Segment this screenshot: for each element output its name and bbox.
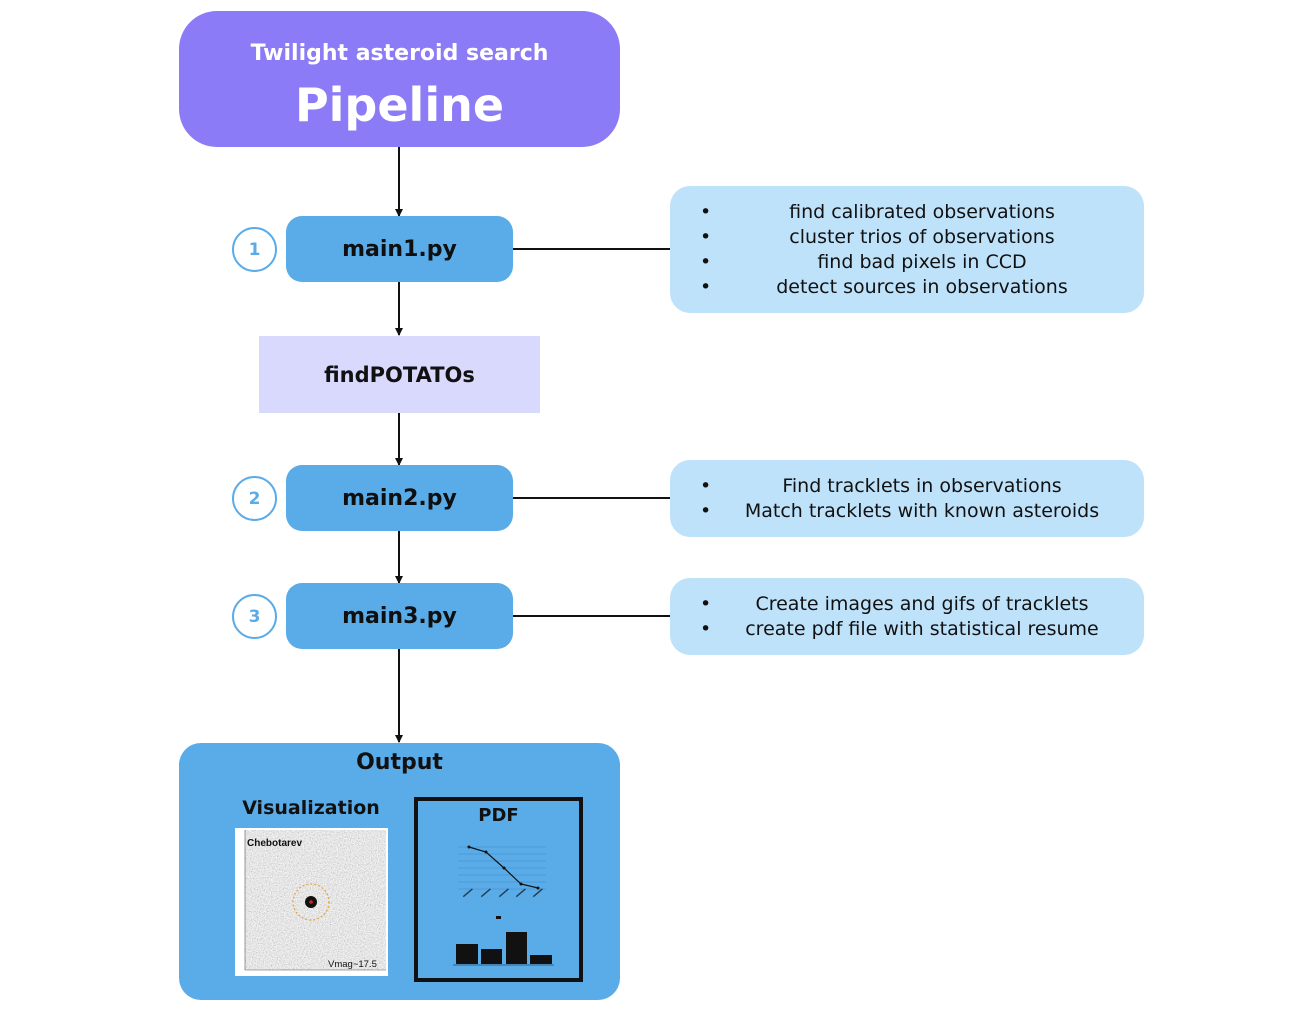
pdf-line-plot [458, 846, 546, 890]
pdf-label: PDF [478, 805, 519, 826]
note-item: cluster trios of observations [670, 225, 1144, 250]
step-1-badge: 1 [232, 227, 277, 272]
pdf-plot-ticks [462, 888, 543, 898]
asteroid-name: Chebotarev [247, 838, 302, 849]
step-main1: main1.py [286, 216, 513, 282]
step-1-notes: find calibrated observations cluster tri… [670, 186, 1144, 313]
note-item: Create images and gifs of tracklets [670, 592, 1144, 617]
note-item: create pdf file with statistical resume [670, 617, 1144, 642]
step-main3: main3.py [286, 583, 513, 649]
note-item: find calibrated observations [670, 200, 1144, 225]
note-item: find bad pixels in CCD [670, 250, 1144, 275]
header-title: Pipeline [294, 78, 505, 132]
target-ring [292, 883, 330, 921]
pdf-preview: PDF [414, 797, 583, 982]
output-title: Output [356, 750, 443, 775]
note-item: Find tracklets in observations [670, 474, 1144, 499]
visualization-label: Visualization [242, 797, 380, 819]
pdf-thumbnail-graphics [453, 845, 554, 966]
step-3-badge: 3 [232, 594, 277, 639]
asteroid-image: Chebotarev Vmag~17.5 [235, 828, 388, 976]
step-2-notes: Find tracklets in observations Match tra… [670, 460, 1144, 537]
step-3-notes: Create images and gifs of tracklets crea… [670, 578, 1144, 655]
step-2-badge: 2 [232, 476, 277, 521]
asteroid-thumbnail: Chebotarev Vmag~17.5 [235, 828, 388, 976]
step-main2: main2.py [286, 465, 513, 531]
note-item: Match tracklets with known asteroids [670, 499, 1144, 524]
header-subtitle: Twilight asteroid search [250, 41, 549, 66]
pipeline-header: Twilight asteroid search Pipeline [179, 11, 620, 147]
pdf-bar-plot [456, 916, 552, 964]
findpotatos-step: findPOTATOs [259, 336, 540, 413]
note-item: detect sources in observations [670, 275, 1144, 300]
asteroid-magnitude: Vmag~17.5 [328, 959, 377, 970]
